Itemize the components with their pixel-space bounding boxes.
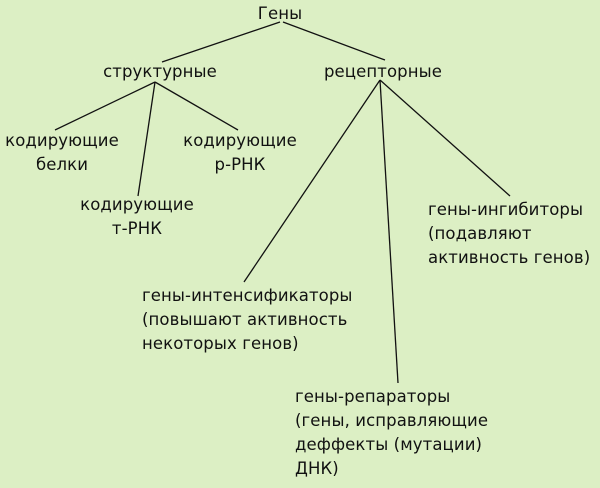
node-coding-proteins-line-2: белки xyxy=(35,155,89,174)
node-coding-rrna-line-1: кодирующие xyxy=(183,131,297,150)
node-gene-repairers-line-2: (гены, исправляющие xyxy=(295,411,489,430)
node-gene-inhibitors: гены-ингибиторы (подавляют активность ге… xyxy=(428,198,590,270)
node-gene-repairers: гены-репараторы (гены, исправляющие дефф… xyxy=(295,385,488,481)
node-gene-repairers-line-3: деффекты (мутации) xyxy=(295,435,483,454)
node-gene-intensifiers: гены-интенсификаторы (повышают активност… xyxy=(142,284,353,356)
edge-receptor-intensifiers xyxy=(243,79,381,283)
node-coding-trna-line-2: т-РНК xyxy=(111,219,163,238)
node-gene-inhibitors-line-2: (подавляют xyxy=(428,224,532,243)
node-gene-repairers-line-4: ДНК) xyxy=(295,459,339,478)
node-structural: структурные xyxy=(95,60,225,84)
edge-receptor-inhibitors xyxy=(379,79,511,197)
node-gene-inhibitors-line-3: активность генов) xyxy=(428,248,591,267)
node-coding-proteins-line-1: кодирующие xyxy=(5,131,119,150)
node-gene-repairers-line-1: гены-репараторы xyxy=(295,387,451,406)
node-genes-line: Гены xyxy=(257,4,303,23)
edge-root-structural xyxy=(161,21,281,63)
edge-structural-coding-trna xyxy=(137,81,156,197)
node-receptor-line: рецепторные xyxy=(323,62,443,81)
node-gene-intensifiers-line-3: некоторых генов) xyxy=(142,334,299,353)
edge-structural-coding-proteins xyxy=(54,81,156,131)
node-coding-proteins: кодирующие белки xyxy=(0,129,124,177)
node-coding-trna-line-1: кодирующие xyxy=(80,195,194,214)
node-coding-rrna: кодирующие р-РНК xyxy=(178,129,302,177)
node-structural-line: структурные xyxy=(103,62,217,81)
edge-structural-coding-rrna xyxy=(154,81,239,131)
edge-root-receptor xyxy=(282,21,386,61)
node-gene-intensifiers-line-2: (повышают активность xyxy=(142,310,348,329)
node-coding-rrna-line-2: р-РНК xyxy=(214,155,266,174)
node-gene-inhibitors-line-1: гены-ингибиторы xyxy=(428,200,584,219)
node-coding-trna: кодирующие т-РНК xyxy=(75,193,199,241)
edge-receptor-repairers xyxy=(379,79,399,384)
node-receptor: рецепторные xyxy=(318,60,448,84)
node-genes: Гены xyxy=(240,2,320,26)
node-gene-intensifiers-line-1: гены-интенсификаторы xyxy=(142,286,353,305)
